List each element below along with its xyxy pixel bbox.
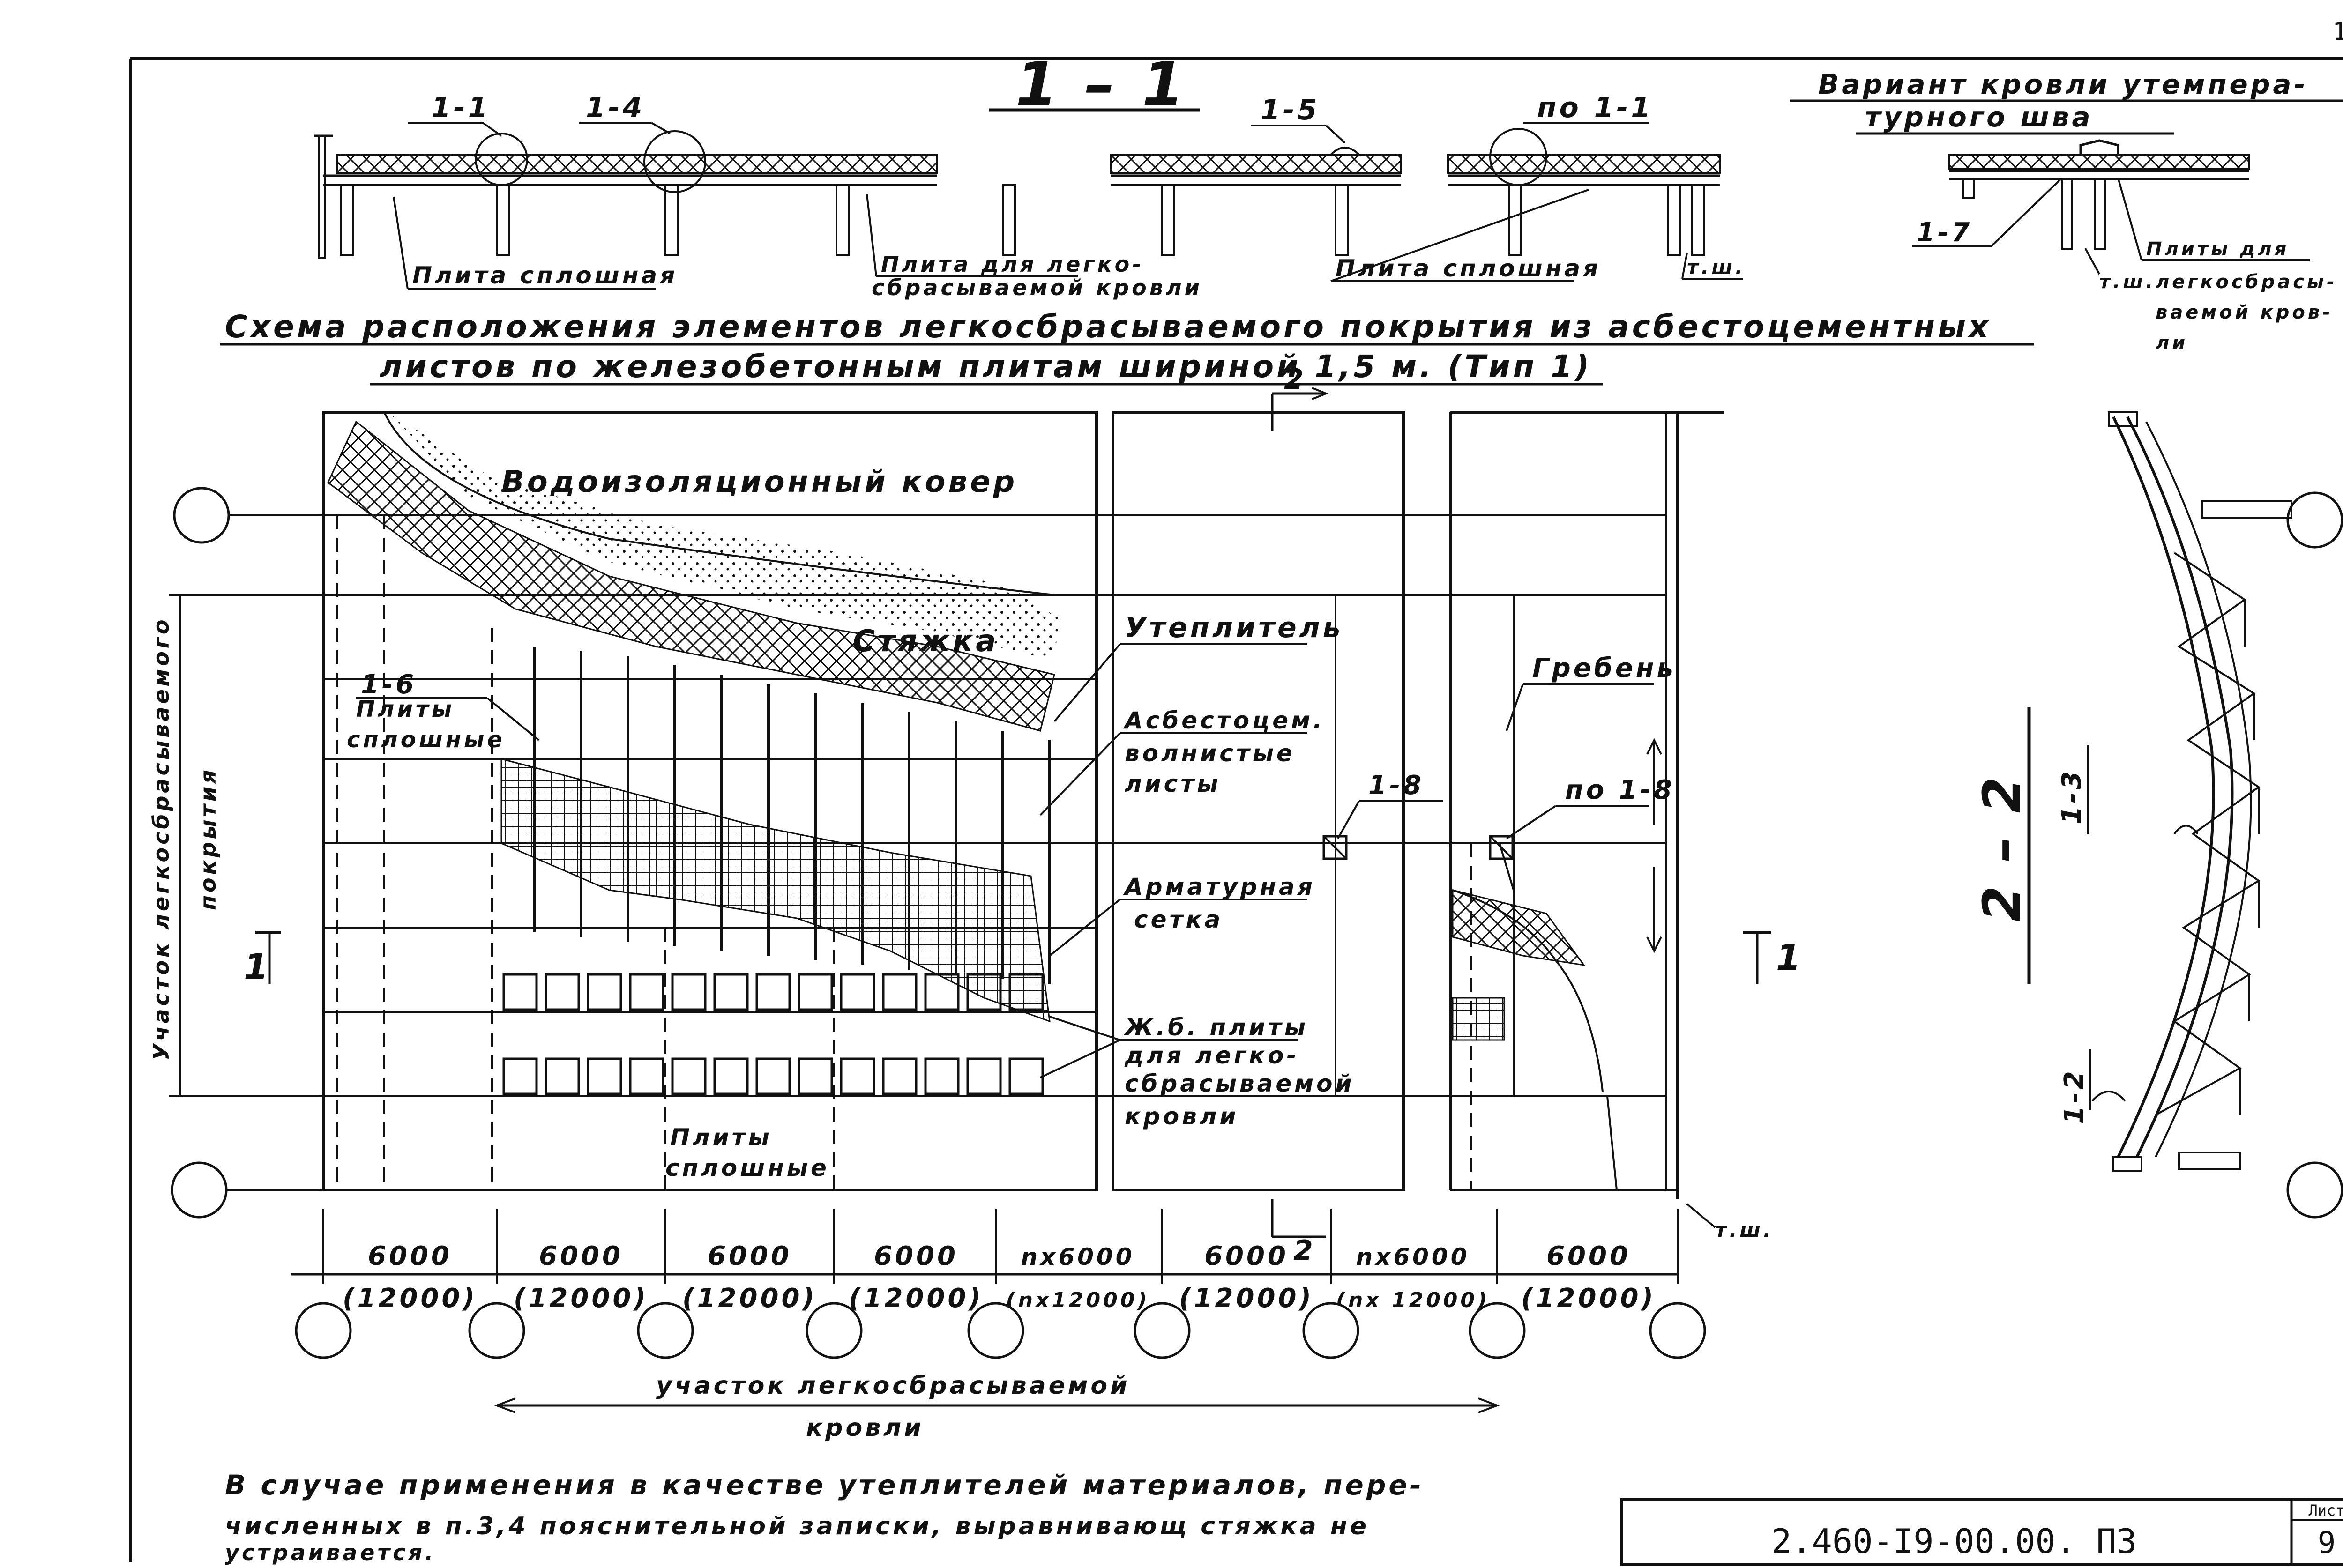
- stamp-code: 2.460-I9-00.00. ПЗ: [1771, 1522, 2137, 1561]
- callout-po-1-1: по 1-1: [1537, 91, 1653, 124]
- variant-thermal-joint: Вариант кровли утемпера- турного шва 1-7…: [1790, 68, 2343, 354]
- callout-po-1-8: по 1-8: [1565, 775, 1675, 805]
- dim-top-5: nx6000: [1021, 1243, 1134, 1271]
- asbestos-ribs: [533, 647, 1051, 984]
- section-mark-right: 1: [1776, 936, 1804, 978]
- dim-bottom-1: (12000): [343, 1283, 478, 1314]
- cross-hatch-fill: [327, 420, 1055, 732]
- label-zhb-3: сбрасываемой: [1125, 1070, 1354, 1097]
- label-zhb-2: для легко-: [1124, 1042, 1299, 1069]
- label-1-6: 1-6: [361, 669, 417, 700]
- callout-1-5: 1-5: [1261, 94, 1320, 126]
- bottom-axis-bubbles: [295, 1302, 1706, 1359]
- dimension-labels: 6000 (12000) 6000 (12000) 6000 (12000) 6…: [343, 1241, 1656, 1314]
- label-uchastok-h-2: кровли: [806, 1414, 924, 1442]
- label-armatur-2: сетка: [1134, 906, 1223, 933]
- label-plita-legko-1: Плита для легко-: [881, 252, 1144, 277]
- label-asbest-3: листы: [1125, 770, 1221, 797]
- label-plity-spl-left-2: сплошные: [347, 727, 505, 753]
- label-armatur-1: Арматурная: [1123, 873, 1315, 900]
- dim-bottom-2: (12000): [514, 1283, 649, 1314]
- section-2-2: 2 – 2 1-3 1-2: [1972, 411, 2292, 1172]
- dim-top-6: 6000: [1204, 1241, 1289, 1271]
- label-plity-legko-3: ваемой кров-: [2156, 302, 2333, 323]
- scheme-title-2: листов по железобетонным плитам шириной …: [380, 349, 1592, 385]
- section-2-2-title: 2 – 2: [1972, 774, 2032, 922]
- label-vodoizol: Водоизоляционный ковер: [501, 465, 1017, 499]
- scheme-title-1: Схема расположения элементов легкосбрасы…: [225, 309, 1991, 345]
- zone-dimension: участок легкосбрасываемой кровли: [494, 1372, 1500, 1442]
- dim-top-7: nx6000: [1356, 1243, 1470, 1271]
- label-plity-legko-1: Плиты для: [2146, 238, 2289, 260]
- plan-view: Водоизоляционный ковер Стяжка Утеплитель…: [149, 363, 2343, 1267]
- label-tsh-top: т.ш.: [1687, 256, 1746, 279]
- label-tsh-variant: т.ш.: [2099, 271, 2156, 293]
- callout-1-1: 1-1: [431, 91, 490, 124]
- label-tsh-plan: т.ш.: [1715, 1219, 1774, 1241]
- label-asbest-1: Асбестоцем.: [1123, 707, 1325, 734]
- stamp-sheet-label: Лист: [2308, 1501, 2343, 1519]
- section-1-1-title: 1 – 1: [1015, 49, 1187, 120]
- variant-title-1: Вариант кровли утемпера-: [1818, 68, 2308, 100]
- title-stamp: 2.460-I9-00.00. ПЗ Лист 9: [1620, 1498, 2343, 1566]
- dimension-line: [291, 1209, 1679, 1284]
- dim-bottom-8: (12000): [1521, 1283, 1656, 1314]
- section-2-2-truss: [2155, 552, 2261, 1116]
- dim-bottom-4: (12000): [849, 1283, 984, 1314]
- dots-fill: [389, 412, 1059, 661]
- callout-1-4: 1-4: [586, 91, 645, 124]
- variant-profile: [1948, 139, 2250, 250]
- callout-1-3: 1-3: [2057, 768, 2087, 824]
- label-uteplitel: Утеплитель: [1125, 611, 1343, 644]
- label-uchastok-vert-2: покрытия: [195, 767, 221, 910]
- section-1-1-callouts: 1-1 1-4 1-5 по 1-1 Плита сплошная Плита …: [393, 91, 1746, 300]
- dim-bottom-6: (12000): [1179, 1283, 1314, 1314]
- mesh-fill: [500, 758, 1051, 1023]
- axis-bubbles: [171, 487, 2343, 1219]
- stamp-sheet-number: 9: [2318, 1526, 2336, 1561]
- note: В случае применения в качестве утеплител…: [225, 1469, 1424, 1565]
- dim-bottom-3: (12000): [682, 1283, 817, 1314]
- callout-1-2: 1-2: [2059, 1068, 2089, 1124]
- dim-top-2: 6000: [539, 1241, 623, 1271]
- section-1-1-profile: [314, 128, 1721, 259]
- label-plity-spl-mid-1: Плиты: [670, 1124, 772, 1151]
- sheet-frame: [129, 57, 2343, 1562]
- note-line-2: численных в п.3,4 пояснительной записки,…: [225, 1512, 1369, 1540]
- label-uchastok-h-1: участок легкосбрасываемой: [656, 1372, 1130, 1400]
- section-mark-top: 2: [1284, 363, 1306, 396]
- label-uchastok-vert-1: Участок легкосбрасываемого: [149, 617, 174, 1060]
- callout-1-8: 1-8: [1368, 770, 1424, 801]
- section-mark-left: 1: [244, 946, 271, 988]
- dim-top-1: 6000: [368, 1241, 452, 1271]
- dim-top-3: 6000: [708, 1241, 792, 1271]
- page-number: 12: [2332, 18, 2343, 46]
- section-1-1: 1 – 1: [314, 49, 1746, 300]
- dim-top-4: 6000: [874, 1241, 958, 1271]
- label-plita-legko-2: сбрасываемой кровли: [872, 275, 1202, 300]
- label-plita-sploshnaya: Плита сплошная: [412, 262, 678, 289]
- label-plita-sploshnaya-2: Плита сплошная: [1336, 255, 1601, 282]
- dim-bottom-7: (nx 12000): [1336, 1288, 1490, 1312]
- label-plity-spl-mid-2: сплошные: [665, 1154, 829, 1182]
- label-plity-legko-4: ли: [2156, 332, 2188, 354]
- dim-top-8: 6000: [1546, 1241, 1631, 1271]
- note-line-3: устраивается.: [225, 1540, 436, 1565]
- label-zhb-1: Ж.б. плиты: [1123, 1014, 1308, 1041]
- label-greben: Гребень: [1532, 653, 1676, 684]
- dim-bottom-5: (nx12000): [1006, 1288, 1150, 1312]
- scheme-title: Схема расположения элементов легкосбрасы…: [220, 309, 2034, 386]
- label-zhb-4: кровли: [1125, 1103, 1239, 1130]
- label-plity-spl-left-1: Плиты: [356, 696, 455, 722]
- callout-1-7: 1-7: [1917, 217, 1972, 248]
- rc-slab-cells: [502, 973, 1044, 1095]
- label-styazhka: Стяжка: [853, 624, 999, 659]
- label-asbest-2: волнистые: [1125, 740, 1295, 767]
- variant-title-2: турного шва: [1865, 101, 2093, 133]
- section-mark-bottom: 2: [1293, 1234, 1316, 1267]
- label-plity-legko-2: легкосбрасы-: [2156, 271, 2337, 293]
- note-line-1: В случае применения в качестве утеплител…: [225, 1469, 1424, 1501]
